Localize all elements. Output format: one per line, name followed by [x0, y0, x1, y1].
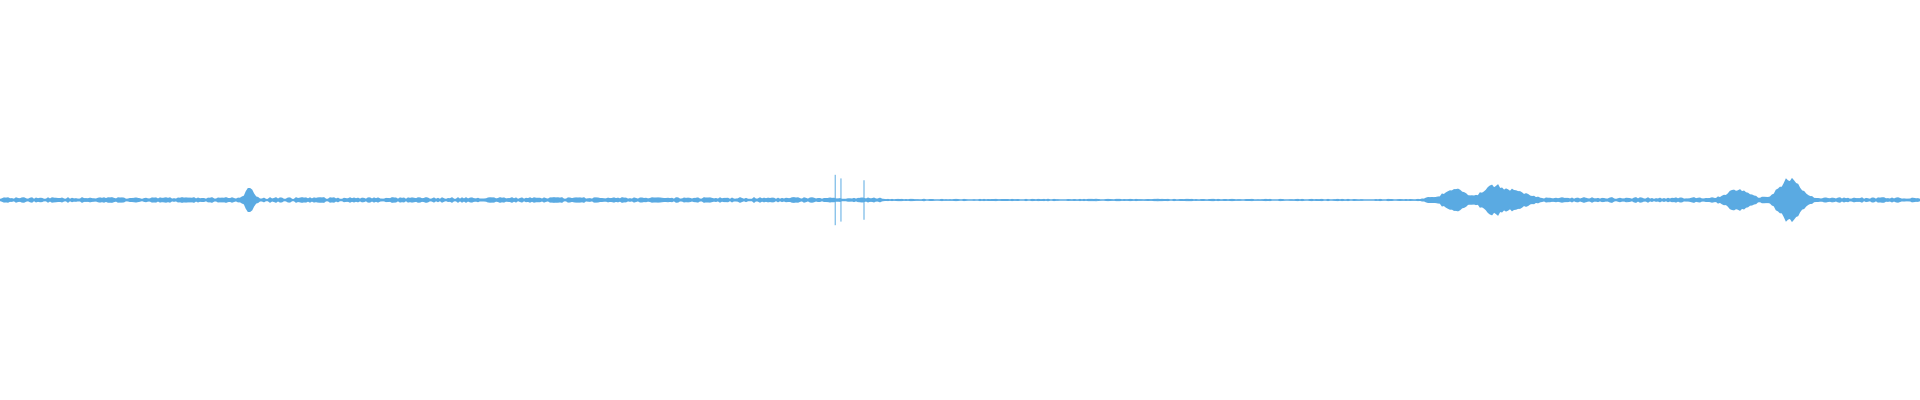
- waveform-transients: [834, 174, 865, 226]
- waveform-envelope: [0, 177, 1920, 223]
